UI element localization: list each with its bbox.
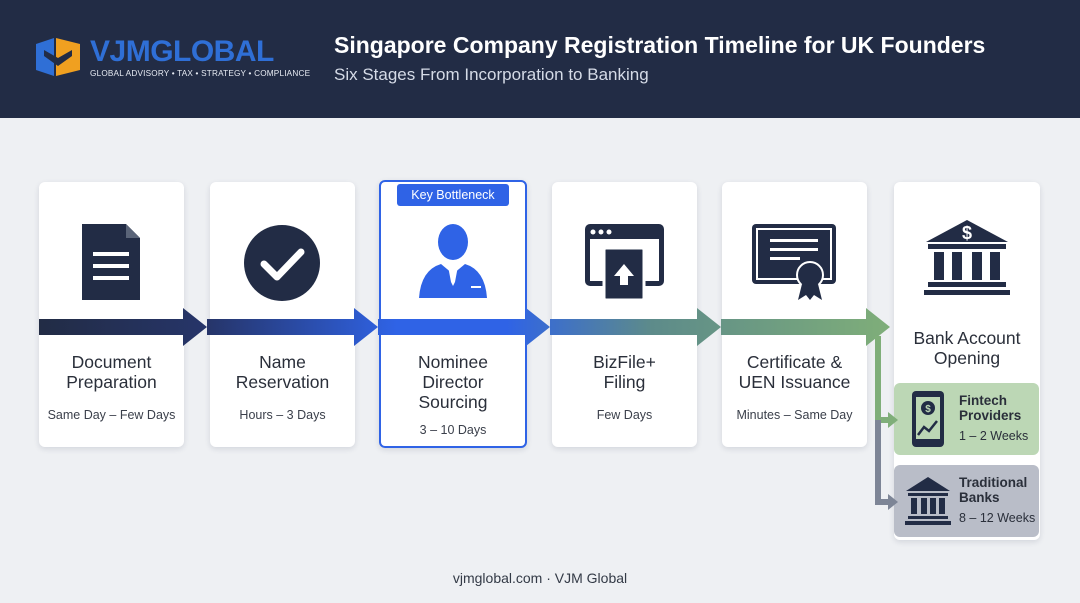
stage-duration: 3 – 10 Days [419, 423, 487, 437]
stage-duration: Few Days [596, 408, 653, 422]
header-banner: VJMGLOBAL GLOBAL ADVISORY • TAX • STRATE… [0, 0, 1080, 118]
logo-mark-icon [36, 38, 80, 76]
checkmark-icon [244, 225, 320, 301]
person-icon [419, 224, 487, 298]
stage-name: Certificate &UEN Issuance [738, 352, 851, 392]
document-icon [82, 224, 140, 300]
fintech-duration: 1 – 2 Weeks [959, 429, 1029, 443]
certificate-icon [752, 224, 836, 300]
page-title: Singapore Company Registration Timeline … [334, 32, 986, 58]
svg-text:$: $ [925, 404, 931, 415]
bank-building-icon [905, 477, 951, 525]
page-subtitle: Six Stages From Incorporation to Banking [334, 65, 649, 84]
stage-duration: Minutes – Same Day [736, 408, 853, 422]
logo-wordmark: VJMGLOBAL [90, 35, 274, 68]
vjm-global-logo: VJMGLOBAL GLOBAL ADVISORY • TAX • STRATE… [34, 36, 324, 86]
stage-duration: Same Day – Few Days [47, 408, 176, 422]
footer-text: vjmglobal.com · VJM Global [452, 570, 628, 586]
traditional-banks-duration: 8 – 12 Weeks [959, 511, 1036, 525]
stage-card-certificate-uen: Certificate &UEN Issuance Minutes – Same… [722, 182, 867, 447]
phone-dollar-icon: $ [912, 391, 944, 447]
browser-upload-icon [585, 224, 664, 302]
logo-tagline: GLOBAL ADVISORY • TAX • STRATEGY • COMPL… [90, 69, 311, 78]
stage-duration: Hours – 3 Days [239, 408, 326, 422]
bank-dollar-icon: $ [924, 220, 1010, 295]
stage-name: BizFile+Filing [593, 352, 656, 392]
stage-card-bizfile-filing: BizFile+Filing Few Days [552, 182, 697, 447]
svg-text:$: $ [962, 223, 972, 243]
key-bottleneck-badge: Key Bottleneck [397, 184, 509, 206]
